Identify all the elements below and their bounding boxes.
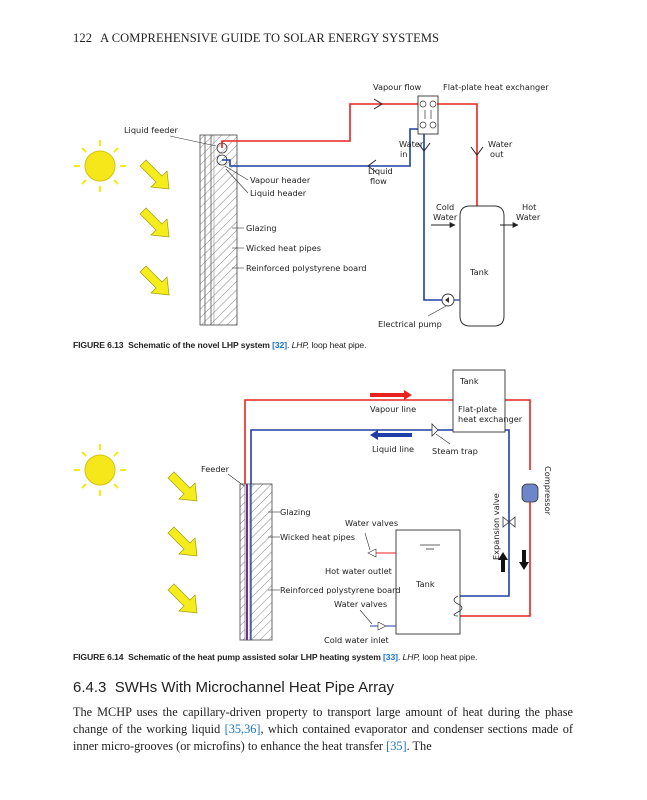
label-water-out-1: Water xyxy=(488,139,513,149)
figure-6-13-caption: FIGURE 6.13 Schematic of the novel LHP s… xyxy=(73,340,367,350)
liquid-direction-arrow xyxy=(370,430,412,440)
sun-icon xyxy=(74,140,126,192)
label-cold-water-1: Cold xyxy=(436,202,454,212)
figure-6-14-diagram: Tank Vapour line Flat-plate heat exchang… xyxy=(74,369,553,645)
cold-water-inlet-valve-icon xyxy=(377,621,387,631)
page-number: 122 xyxy=(73,31,93,45)
label-water-valves-2: Water valves xyxy=(334,599,387,609)
up-flow-arrow xyxy=(498,552,508,572)
label-reinforced-board: Reinforced polystyrene board xyxy=(280,585,401,595)
vapour-pipe xyxy=(221,103,418,148)
citation-link[interactable]: [33] xyxy=(383,652,398,662)
label-water-in-1: Water xyxy=(399,139,424,149)
water-in-pipe xyxy=(423,134,445,301)
label-water-valves-1: Water valves xyxy=(345,518,398,528)
solar-ray-arrows xyxy=(167,471,198,614)
hot-water-outlet-valve-icon xyxy=(367,548,377,558)
vapour-direction-arrow xyxy=(370,390,412,400)
label-liquid-line: Liquid line xyxy=(372,444,414,454)
citation-link[interactable]: [35,36] xyxy=(224,722,261,737)
label-tank: Tank xyxy=(469,267,489,277)
label-liquid-flow-1: Liquid xyxy=(368,166,393,176)
label-steam-trap: Steam trap xyxy=(432,446,478,456)
solar-ray-arrows xyxy=(139,159,170,296)
citation-link[interactable]: [32] xyxy=(272,340,287,350)
running-header: 122 A COMPREHENSIVE GUIDE TO SOLAR ENERGY… xyxy=(73,31,439,46)
water-out-pipe xyxy=(437,103,478,210)
collector-panel xyxy=(239,483,273,641)
label-flat-plate: Flat-plate xyxy=(458,404,497,414)
label-wicked-heat-pipes: Wicked heat pipes xyxy=(280,532,355,542)
liquid-line-pipe xyxy=(250,429,510,484)
section-number: 6.4.3 xyxy=(73,679,107,696)
heating-coil-icon xyxy=(453,595,463,617)
label-liquid-header: Liquid header xyxy=(250,188,307,198)
vapour-line-pipe xyxy=(244,399,531,484)
section-heading: 6.4.3 SWHs With Microchannel Heat Pipe A… xyxy=(73,679,394,696)
electrical-pump-icon xyxy=(441,293,455,307)
flat-plate-heat-exchanger xyxy=(417,95,439,135)
label-vapour-line: Vapour line xyxy=(370,404,416,414)
liquid-pipe xyxy=(222,128,418,167)
steam-trap-icon xyxy=(431,423,439,437)
label-liquid-feeder: Liquid feeder xyxy=(124,125,178,135)
down-flow-arrow xyxy=(519,550,529,570)
figure-6-13-diagram: Liquid feeder Vapour flow Flat-plate hea… xyxy=(74,82,549,329)
body-paragraph: The MCHP uses the capillary-driven prope… xyxy=(73,705,574,754)
citation-link[interactable]: [35] xyxy=(386,739,407,754)
compressor-icon xyxy=(521,483,539,503)
tank-vessel xyxy=(459,205,505,327)
sun-icon xyxy=(74,444,126,496)
label-glazing: Glazing xyxy=(246,223,277,233)
label-hot-water-2: Water xyxy=(516,212,541,222)
label-cold-water-2: Water xyxy=(433,212,458,222)
label-vapour-flow: Vapour flow xyxy=(373,82,422,92)
header-title: A COMPREHENSIVE GUIDE TO SOLAR ENERGY SY… xyxy=(100,31,440,45)
label-tank-top: Tank xyxy=(459,376,479,386)
flat-plate-hx-tank xyxy=(452,369,506,433)
label-glazing: Glazing xyxy=(280,507,311,517)
label-water-in-2: in xyxy=(400,149,407,159)
label-reinforced-board: Reinforced polystyrene board xyxy=(246,263,367,273)
label-liquid-flow-2: flow xyxy=(370,176,387,186)
section-title: SWHs With Microchannel Heat Pipe Array xyxy=(114,679,394,696)
collector-panel xyxy=(199,134,238,326)
figure-6-14-caption: FIGURE 6.14 Schematic of the heat pump a… xyxy=(73,652,478,662)
label-hot-water-outlet: Hot water outlet xyxy=(325,566,393,576)
tank-vessel xyxy=(395,529,461,635)
expansion-valve-icon xyxy=(502,516,516,528)
label-heat-exchanger: heat exchanger xyxy=(458,414,523,424)
label-wicked-heat-pipes: Wicked heat pipes xyxy=(246,243,321,253)
heat-pump-red-loop xyxy=(458,502,531,617)
label-flat-plate-hx: Flat-plate heat exchanger xyxy=(443,82,549,92)
label-cold-water-inlet: Cold water inlet xyxy=(324,635,390,645)
label-feeder: Feeder xyxy=(201,464,230,474)
label-tank: Tank xyxy=(415,579,435,589)
label-expansion-valve: Expansion valve xyxy=(491,493,501,560)
heat-pump-blue-loop xyxy=(458,470,510,597)
label-compressor: Compressor xyxy=(543,466,553,516)
label-electrical-pump: Electrical pump xyxy=(378,319,442,329)
label-hot-water-1: Hot xyxy=(522,202,537,212)
label-water-out-2: out xyxy=(490,149,504,159)
label-vapour-header: Vapour header xyxy=(250,175,311,185)
